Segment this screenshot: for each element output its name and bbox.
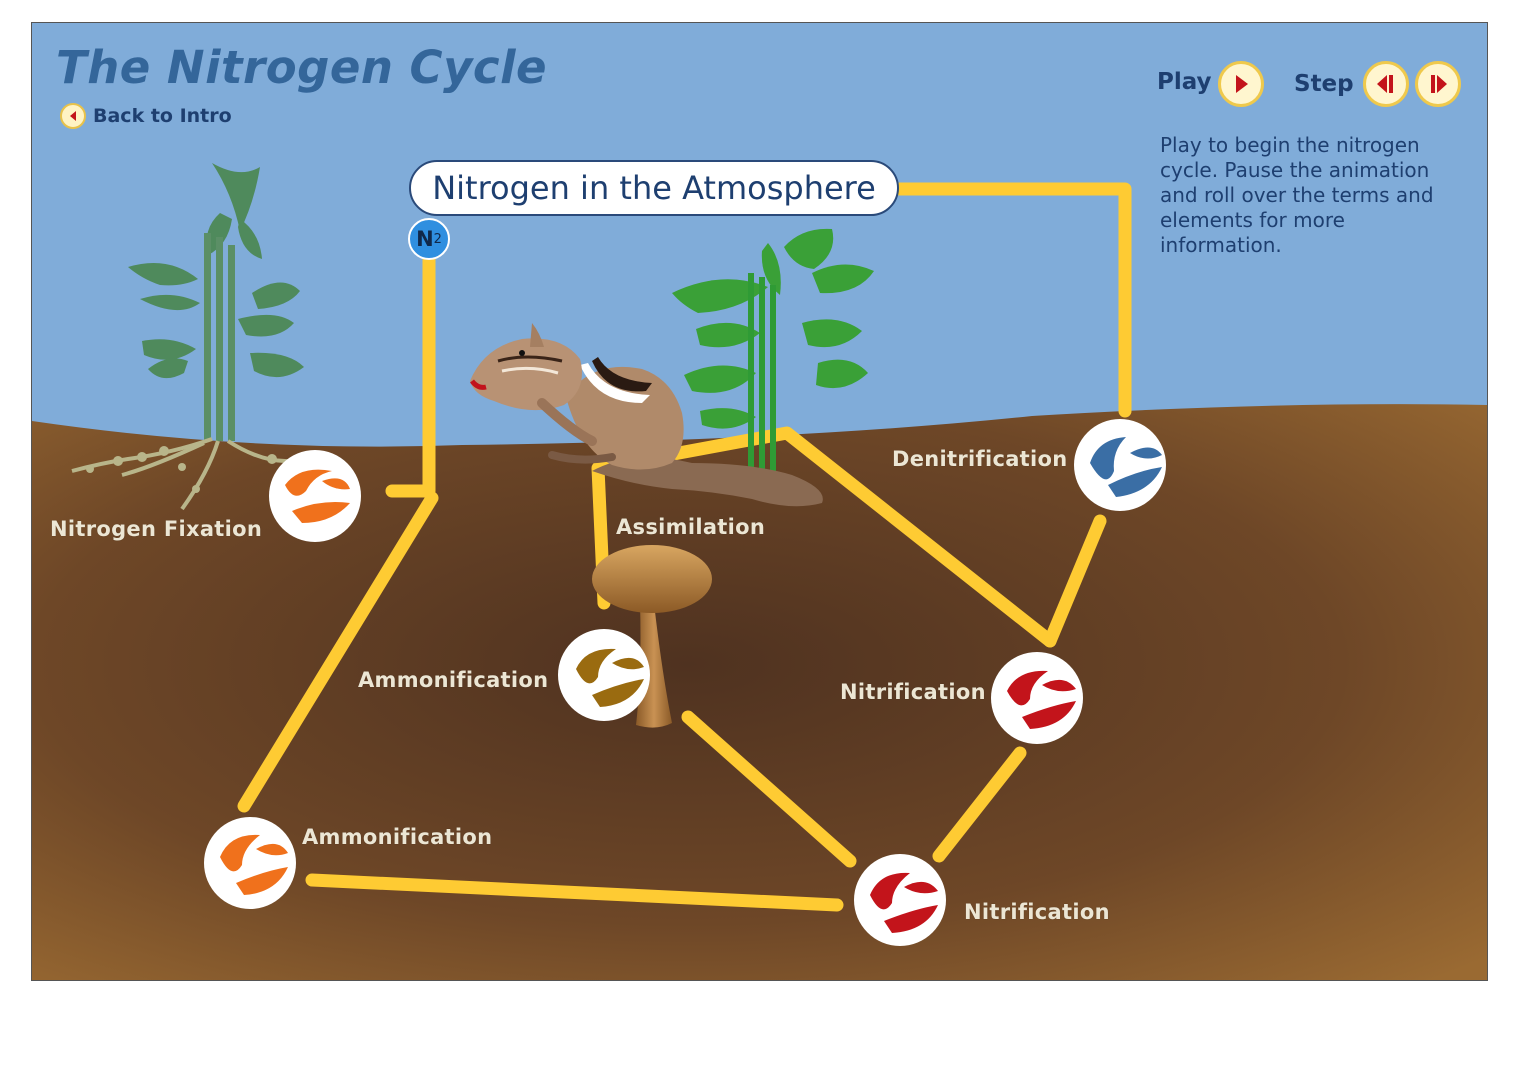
- green-plant: [672, 228, 874, 493]
- label-nitrification-lower[interactable]: Nitrification: [964, 900, 1110, 924]
- label-denitrification[interactable]: Denitrification: [892, 447, 1068, 471]
- scene-graphic: [32, 163, 1487, 980]
- bacteria-fixation: [269, 450, 361, 542]
- n2-symbol: N: [416, 227, 434, 251]
- n2-subscript: 2: [433, 231, 442, 247]
- bacteria-ammonification-upper: [558, 629, 650, 721]
- chipmunk: [470, 323, 823, 507]
- back-to-intro-button[interactable]: Back to Intro: [60, 103, 232, 129]
- label-ammonification-lower[interactable]: Ammonification: [302, 825, 493, 849]
- step-back-button[interactable]: [1363, 61, 1409, 107]
- bacteria-ammonification-lower: [204, 817, 296, 909]
- back-arrow-icon: [60, 103, 86, 129]
- play-icon: [1236, 75, 1248, 93]
- play-button[interactable]: [1218, 61, 1264, 107]
- bacteria-nitrification-upper: [991, 652, 1083, 744]
- label-nitrification-upper[interactable]: Nitrification: [840, 680, 986, 704]
- bacteria-nitrification-lower: [854, 854, 946, 946]
- cycle-path: [237, 182, 1132, 912]
- page-title: The Nitrogen Cycle: [56, 41, 548, 94]
- legume-plant: [128, 163, 304, 441]
- play-label: Play: [1157, 69, 1212, 95]
- instructions-text: Play to begin the nitrogen cycle. Pause …: [1160, 133, 1434, 257]
- step-label: Step: [1294, 71, 1354, 97]
- bacteria-denitrification: [1074, 419, 1166, 511]
- back-to-intro-label: Back to Intro: [93, 105, 232, 127]
- label-assimilation[interactable]: Assimilation: [616, 515, 766, 539]
- label-nitrogen-fixation[interactable]: Nitrogen Fixation: [50, 517, 263, 541]
- step-forward-icon: [1431, 75, 1447, 93]
- nitrogen-cycle-stage: The Nitrogen Cycle Back to Intro Play St…: [31, 22, 1488, 981]
- root-nodules: [86, 446, 277, 493]
- step-forward-button[interactable]: [1415, 61, 1461, 107]
- mushroom: [592, 545, 712, 728]
- label-ammonification-upper[interactable]: Ammonification: [358, 668, 549, 692]
- step-back-icon: [1377, 75, 1393, 93]
- atmosphere-label[interactable]: Nitrogen in the Atmosphere: [409, 160, 899, 216]
